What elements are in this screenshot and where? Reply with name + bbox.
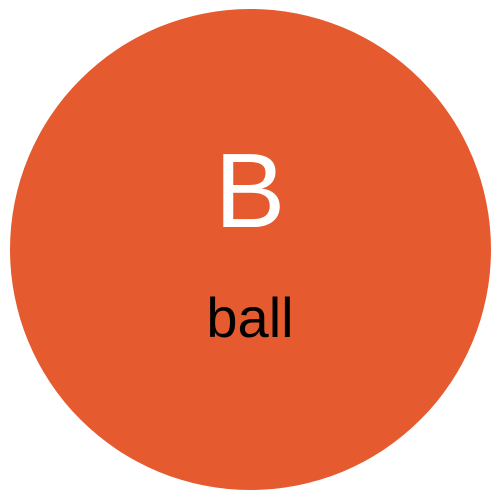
letter-label: B — [214, 132, 286, 250]
word-label: ball — [206, 286, 294, 349]
orange-circle — [10, 9, 491, 490]
